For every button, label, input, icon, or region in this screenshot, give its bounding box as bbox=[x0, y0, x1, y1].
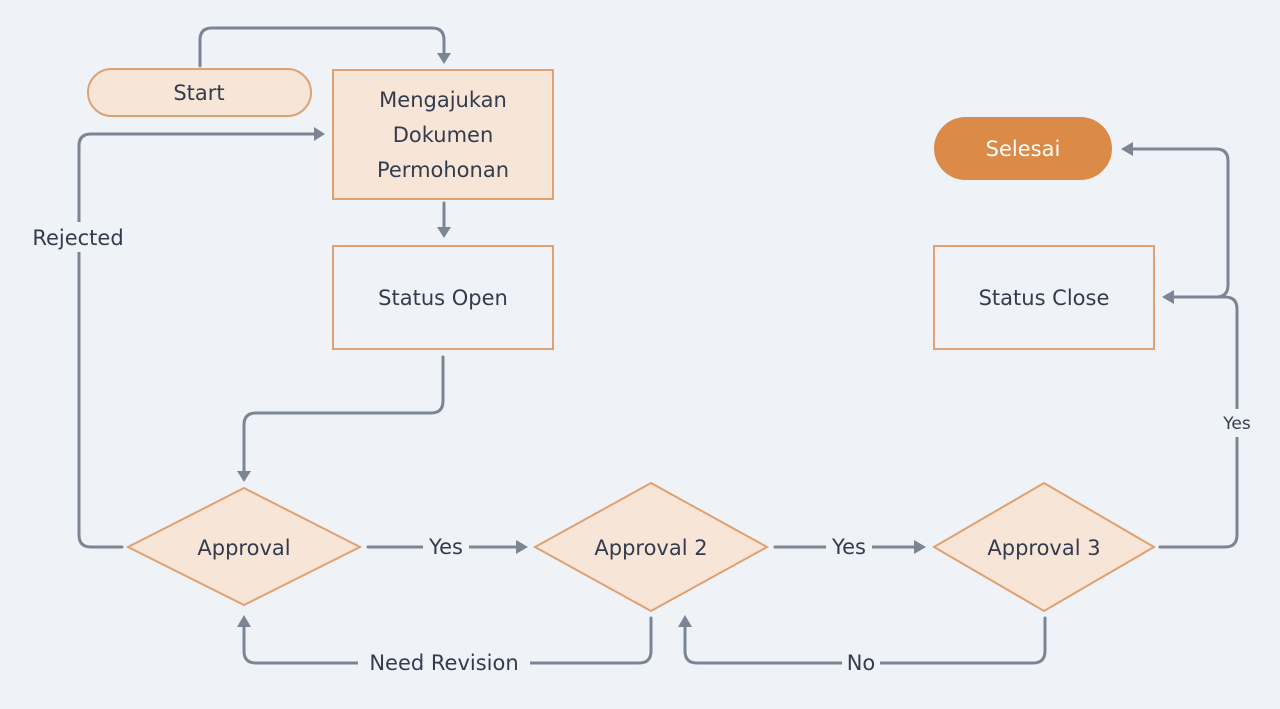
node-approval-3[interactable]: Approval 3 bbox=[932, 481, 1156, 613]
node-finish-label: Selesai bbox=[986, 137, 1061, 161]
node-approval-1-label: Approval bbox=[197, 536, 290, 560]
edge-start-to-submit bbox=[198, 26, 451, 68]
node-approval-3-label: Approval 3 bbox=[987, 536, 1100, 560]
node-approval-1[interactable]: Approval bbox=[125, 486, 363, 607]
node-start[interactable]: Start bbox=[87, 68, 312, 117]
edge-status-open-to-approval bbox=[237, 355, 445, 482]
node-submit-label-line-2: Dokumen bbox=[393, 123, 494, 147]
edge-status-close-to-finish bbox=[1121, 142, 1230, 299]
edge-label-no: No bbox=[847, 651, 876, 675]
node-start-label: Start bbox=[173, 81, 224, 105]
edge-approval-to-approval-2: Yes bbox=[366, 532, 528, 562]
edge-label-need-revision: Need Revision bbox=[369, 651, 518, 675]
edge-label-rejected: Rejected bbox=[32, 226, 123, 250]
node-submit-label-line-1: Mengajukan bbox=[379, 88, 507, 112]
edge-rejected: Rejected bbox=[22, 127, 325, 549]
edge-no: No bbox=[678, 615, 1047, 678]
node-submit-document[interactable]: Mengajukan Dokumen Permohonan bbox=[332, 69, 554, 200]
node-finish[interactable]: Selesai bbox=[934, 117, 1112, 180]
node-status-open[interactable]: Status Open bbox=[332, 245, 554, 350]
node-status-close[interactable]: Status Close bbox=[933, 245, 1155, 350]
node-approval-2-label: Approval 2 bbox=[594, 536, 707, 560]
edge-label-yes-1: Yes bbox=[428, 535, 463, 559]
edge-approval-3-to-status-close: Yes bbox=[1158, 290, 1257, 549]
edge-label-yes-2: Yes bbox=[831, 535, 866, 559]
node-approval-2[interactable]: Approval 2 bbox=[532, 481, 770, 613]
edge-need-revision: Need Revision bbox=[237, 615, 653, 678]
node-status-open-label: Status Open bbox=[378, 286, 508, 310]
edge-submit-to-status-open bbox=[437, 201, 451, 238]
edge-approval-2-to-approval-3: Yes bbox=[773, 532, 926, 562]
node-status-close-label: Status Close bbox=[979, 286, 1110, 310]
node-submit-label-line-3: Permohonan bbox=[377, 158, 509, 182]
edge-label-yes-3: Yes bbox=[1222, 414, 1251, 434]
